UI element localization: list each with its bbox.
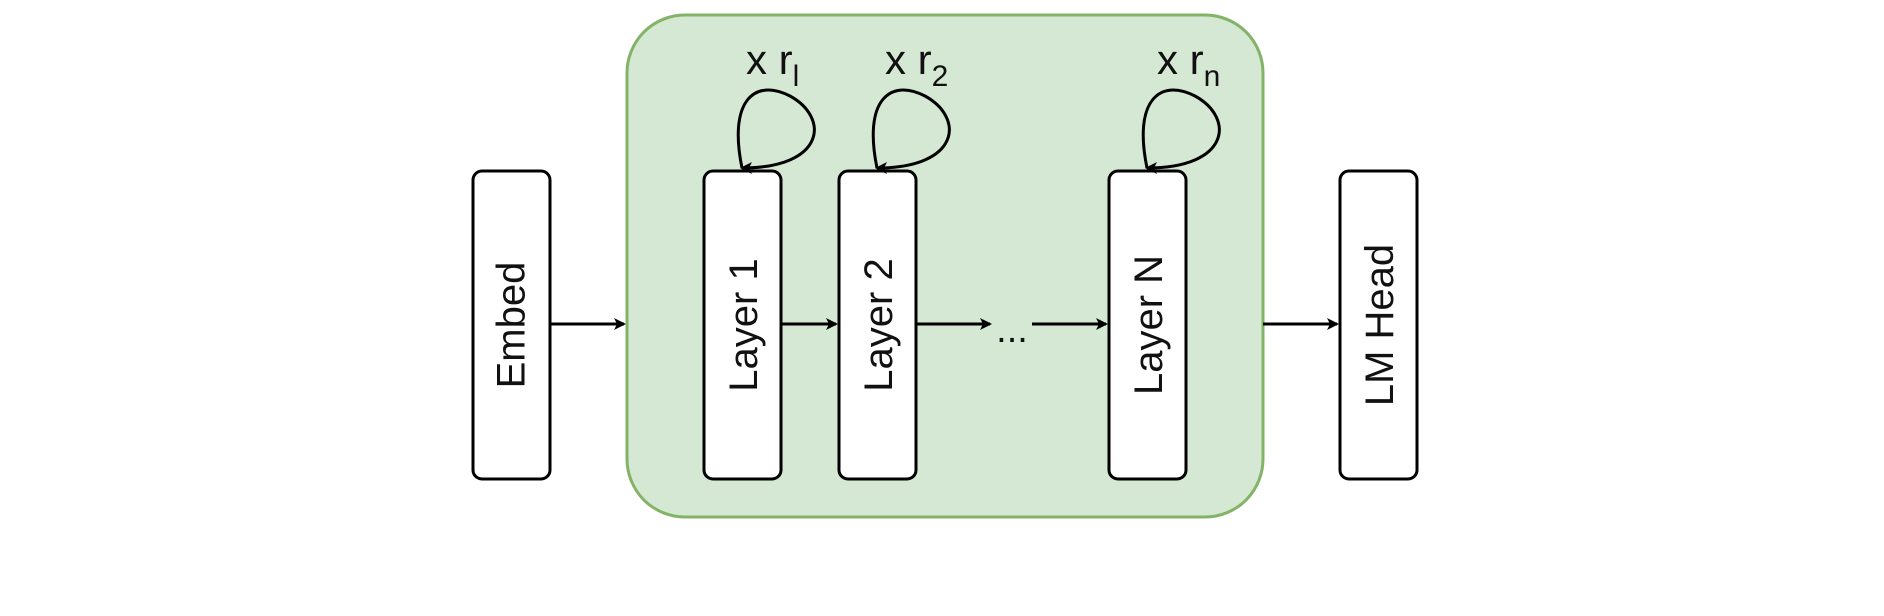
embed-label: Embed	[490, 262, 534, 389]
layer-2-label: Layer 2	[857, 258, 901, 391]
loop-arrow-layer-n	[1141, 88, 1221, 174]
loop-arrow-layer-1	[736, 88, 816, 174]
loop-arrow-layer-2	[871, 88, 951, 174]
repeat-prefix-layer-n: x r	[1157, 36, 1204, 83]
repeat-sub-layer-n: n	[1204, 60, 1221, 93]
layer-1-label: Layer 1	[722, 258, 766, 391]
repeat-sub-layer-1: l	[793, 60, 800, 93]
lm-head-block	[1338, 169, 1419, 481]
repeat-label-layer-n: x rn	[1157, 36, 1220, 93]
repeat-prefix-layer-1: x r	[746, 36, 793, 83]
repeat-sub-layer-2: 2	[932, 60, 949, 93]
repeat-prefix-layer-2: x r	[885, 36, 932, 83]
lm-head-label: LM Head	[1358, 244, 1402, 406]
ellipsis-label: ...	[996, 309, 1028, 351]
transformer-layers-group	[625, 13, 1265, 519]
repeat-label-layer-1: x rl	[746, 36, 799, 93]
repeat-label-layer-2: x r2	[885, 36, 948, 93]
layer-n-label: Layer N	[1127, 255, 1171, 395]
